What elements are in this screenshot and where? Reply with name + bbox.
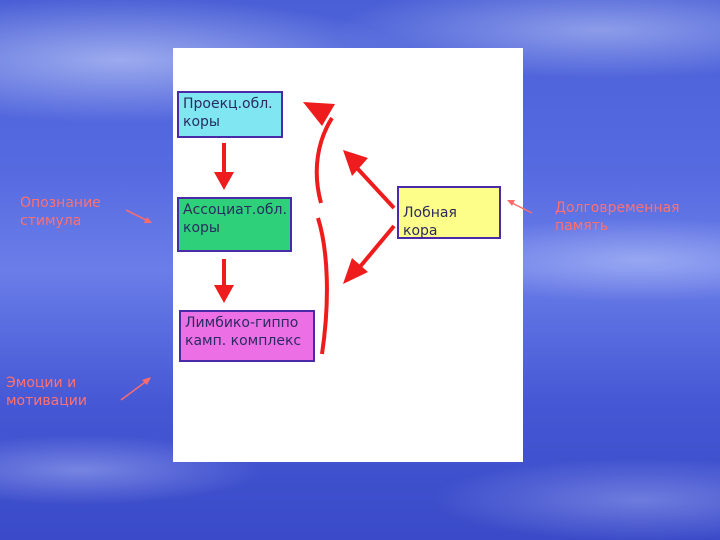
arrowhead [303,102,335,126]
association-cortex-label-line1: Ассоциат.обл. [183,202,287,218]
emotions-motivations-label: Эмоции и мотивации [6,374,87,410]
projection-cortex-label-line2: коры [183,114,220,130]
pointer-head [144,217,152,223]
limbic-complex-label-line1: Лимбико-гиппо [185,315,299,331]
arrow-association-to-limbic [214,259,234,303]
arrowhead [214,172,234,190]
arrow-curve-up-to-projection [303,102,335,204]
arrowhead [343,150,368,176]
limbic-complex-box: Лимбико-гиппо камп. комплекс [179,310,315,362]
arrowhead [343,258,368,284]
pointer-shaft [120,379,149,401]
arrowhead [214,285,234,303]
long-term-memory-line2: память [555,218,609,234]
arrow-shaft [357,224,396,270]
frontal-cortex-box: Лобная кора [397,186,501,239]
pointer-head [507,200,515,206]
feedback-curve-line [316,217,329,355]
arrow-projection-to-association [214,143,234,190]
projection-cortex-label-line1: Проекц.обл. [183,96,273,112]
memory-pointer-arrow [507,200,533,214]
stimulus-recognition-line1: Опознание [20,195,101,211]
arrow-frontal-to-upper [343,150,396,210]
association-cortex-box: Ассоциат.обл. коры [177,197,292,252]
pointer-head [142,377,151,385]
stimulus-pointer-arrow [125,209,152,223]
stimulus-recognition-label: Опознание стимула [20,194,101,230]
limbic-complex-label-line2: камп. комплекс [185,333,302,349]
pointer-shaft [509,201,533,214]
arrow-frontal-to-lower [343,224,396,284]
emotion-pointer-arrow [120,377,151,401]
association-cortex-label-line2: коры [183,220,220,236]
emotions-motivations-line2: мотивации [6,393,87,409]
long-term-memory-label: Долговременная память [555,199,680,235]
frontal-cortex-label: Лобная кора [403,205,457,239]
emotions-motivations-line1: Эмоции и [6,375,77,391]
arrow-curve [314,116,334,204]
long-term-memory-line1: Долговременная [555,200,680,216]
stimulus-recognition-line2: стимула [20,213,82,229]
projection-cortex-box: Проекц.обл. коры [177,91,283,138]
arrow-shaft [355,166,396,210]
